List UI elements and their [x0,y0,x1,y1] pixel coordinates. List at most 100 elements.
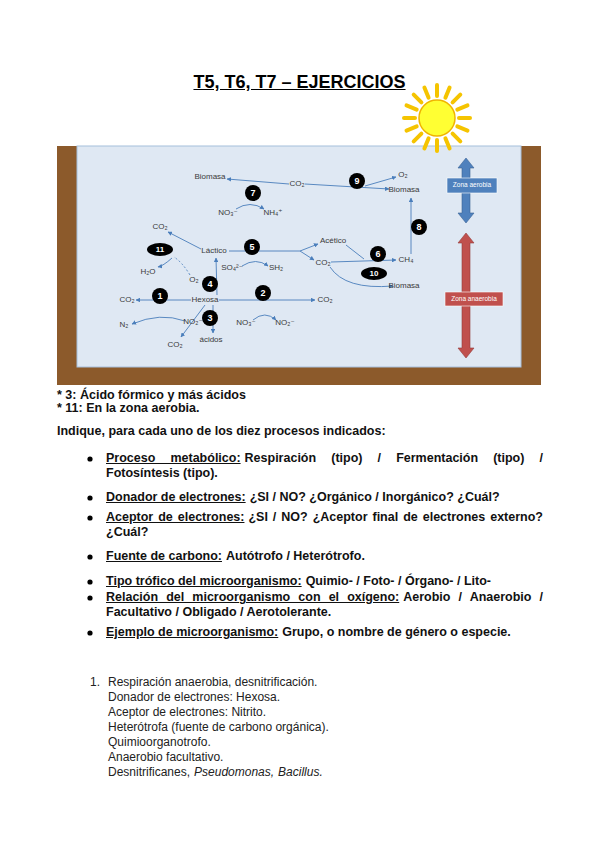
callout-number: 10 [361,267,387,280]
process-circle [202,310,218,326]
compound-label: CO₂ [152,223,167,231]
bullet-item: Tipo trófico del microorganismo:Quimio- … [106,574,543,589]
compound-label: NO₃⁻ [236,319,255,327]
item-heading: Donador de electrones: [106,490,246,504]
sun-ray [424,88,428,98]
process-number: 6 [370,246,386,262]
item-text: 1. [90,675,100,689]
answer-line: Desnitrificanes, Pseudomonas, Bacillus. [108,765,323,780]
answer-line: 1. [90,675,100,690]
sun-ray [424,138,428,148]
compound-label: NO₂⁻ [275,319,294,327]
process-circle [255,285,271,301]
compound-label: O₂ [398,171,407,179]
sun-ray [407,126,417,130]
bullet-dot [87,495,92,500]
reaction-arrow [300,244,318,251]
answer-line: Respiración anaerobia, desnitrificación. [108,675,317,690]
water-body [77,146,521,367]
process-circle [349,173,365,189]
process-circle [152,288,168,304]
reaction-arrow [216,258,217,295]
note-line: * 11: En la zona aerobia. [57,401,199,416]
callout-number: 3 [202,310,218,326]
bullet-item: Aceptor de electrones:¿SI / NO? ¿Aceptor… [106,510,543,540]
callout-number: 7 [245,185,261,201]
reaction-arrow [253,315,276,320]
compound-label: CO₂ [167,341,182,349]
callout-number: 2 [255,285,271,301]
item-text: Bacillus. [278,765,323,779]
compound-label: SH₂ [269,264,283,272]
process-circle [411,219,427,235]
reaction-arrow [227,179,289,184]
sun [419,100,455,136]
process-number: 7 [245,185,261,201]
compound-label: Hexosa [191,296,218,304]
item-text: Anaerobio facultativo. [108,750,223,764]
bullet-item: Ejemplo de microorganismo: Grupo, o nombr… [106,625,543,640]
item-text: Heterótrofa (fuente de carbono orgánica)… [108,720,329,734]
item-text: Quimioorganotrofo. [108,735,211,749]
item-heading: Tipo trófico del microorganismo: [106,574,302,588]
compound-label: NH₄⁺ [263,209,282,217]
process-circle [147,243,173,256]
sun-ray [414,134,422,142]
bullet-item: Donador de electrones: ¿SI / NO? ¿Orgánic… [106,490,543,505]
process-number: 8 [411,219,427,235]
process-number: 5 [244,239,260,255]
process-number: 2 [255,285,271,301]
callout-number: 9 [349,173,365,189]
bullet-dot [87,515,92,520]
item-heading: Ejemplo de microorganismo: [106,625,278,639]
callout-number: 6 [370,246,386,262]
compound-label: CH₄ [399,256,414,264]
item-text: * 11: En la zona aerobia. [57,401,199,415]
oxygen-dotted-line [174,257,190,275]
sun-ray [459,116,470,120]
reaction-arrow [236,205,264,210]
answer-line: Aceptor de electrones: Nitrito. [108,705,266,720]
page-title: T5, T6, T7 – EJERCICIOS [0,71,599,93]
process-number: 1 [152,288,168,304]
item-text: Donador de electrones: Hexosa. [108,690,280,704]
item-text: Pseudomonas, [194,765,274,779]
process-number: 10 [361,267,387,280]
item-heading: Relación del microorganismo con el oxíge… [106,590,399,604]
item-text: Grupo, o nombre de género o especie. [282,625,511,639]
answer-line: Anaerobio facultativo. [108,750,223,765]
zone-rect [445,292,503,306]
item-text: * 3: Ácido fórmico y más ácidos [57,388,246,402]
zone-box: Zona aerobia [447,178,497,193]
sun-ray [445,88,449,98]
zone-box: Zona anaerobia [445,292,503,306]
sun-ray [435,140,439,151]
compound-label: Biomasa [388,282,419,290]
item-heading: Proceso metabólico: [106,451,241,465]
compound-label: N₂ [120,321,129,329]
sun-ray [404,116,415,120]
bullet-item: Proceso metabólico:Respiración (tipo) / … [106,451,543,481]
reaction-arrow [168,232,201,249]
sun-ray [407,105,417,109]
item-text: Desnitrificanes, [108,765,190,779]
process-circle [245,185,261,201]
reaction-arrow [132,317,185,324]
item-text: Respiración anaerobia, desnitrificación. [108,675,317,689]
answer-line: Donador de electrones: Hexosa. [108,690,280,705]
sun-ray [457,126,467,130]
reaction-arrow [158,258,172,267]
reaction-line [346,245,364,259]
process-number: 9 [349,173,365,189]
sun-ray [435,85,439,96]
reaction-arrow [331,260,396,262]
zone-label: Zona anaerobia [445,292,503,306]
process-circle [244,239,260,255]
process-number: 4 [202,276,218,292]
callout-number: 4 [202,276,218,292]
process-circle [370,246,386,262]
answer-line: Heterótrofa (fuente de carbono orgánica)… [108,720,329,735]
item-text: ¿SI / NO? ¿Orgánico / Inorgánico? ¿Cuál? [250,490,500,504]
